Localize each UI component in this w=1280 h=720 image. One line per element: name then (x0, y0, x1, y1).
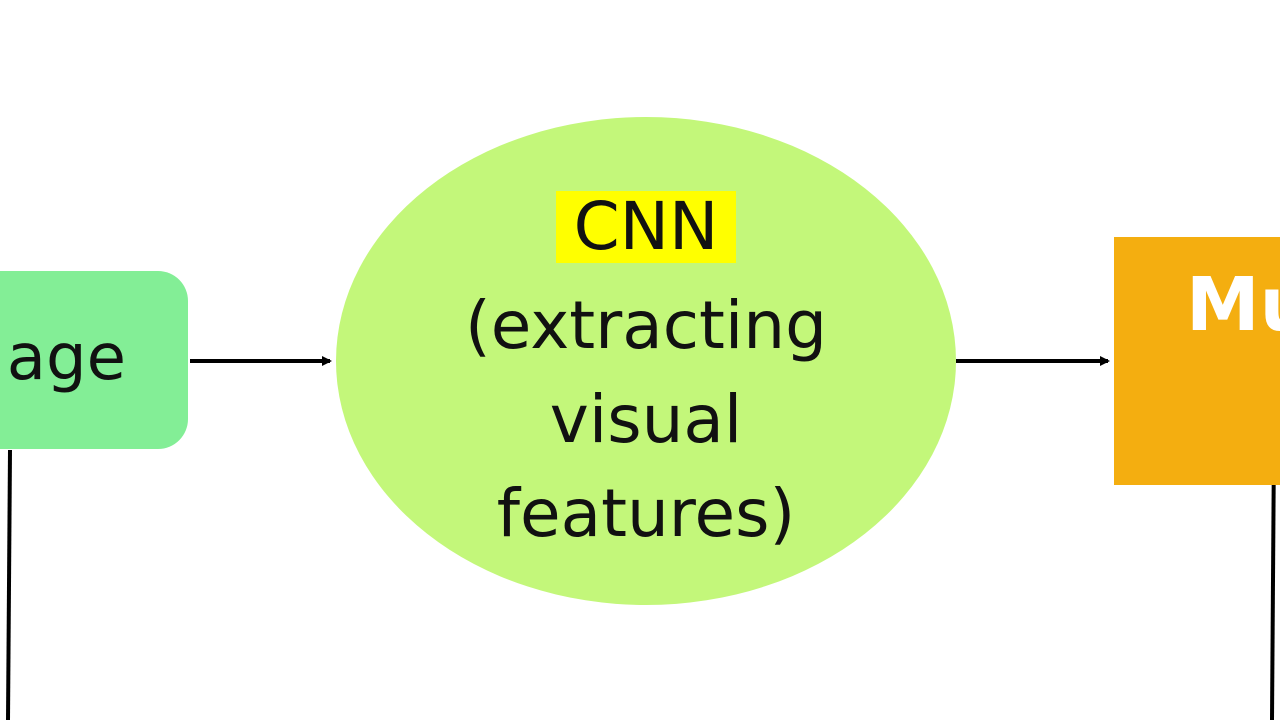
input-node: age (0, 271, 188, 449)
edge-up-to-output (1268, 438, 1279, 720)
cnn-description-line-3: features) (496, 475, 796, 552)
cnn-description-line-2: visual (549, 381, 743, 458)
cnn-description-line-1: (extracting (465, 287, 827, 364)
output-node-label: Mu (1186, 262, 1280, 348)
cnn-title-highlight: CNN (555, 191, 737, 263)
output-node (1114, 237, 1280, 485)
cnn-node-text: CNN (extracting visual features) (336, 180, 956, 561)
edge-input-down (6, 449, 12, 720)
input-node-label: age (6, 321, 126, 395)
